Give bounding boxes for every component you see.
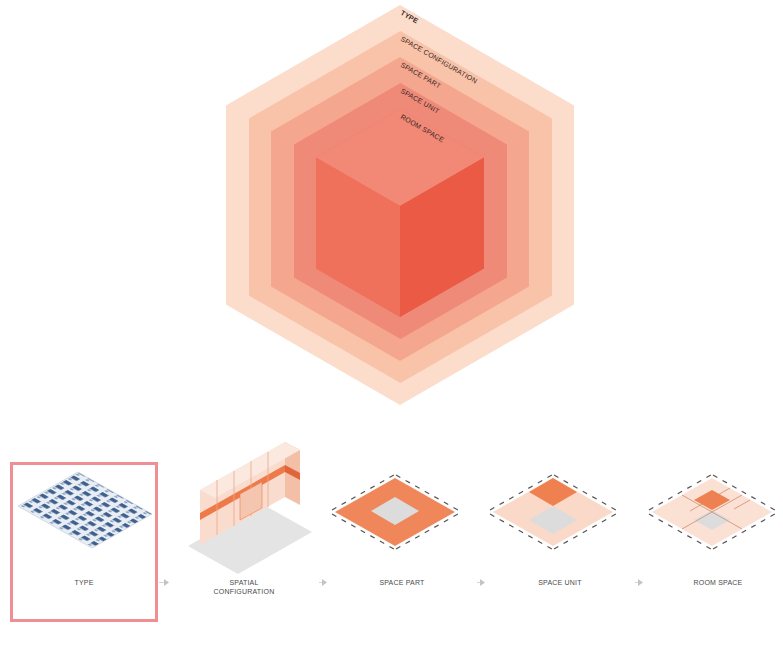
flow-arrow	[319, 579, 327, 586]
stage-panel: ROOM SPACE	[644, 462, 783, 622]
stage-panel: SPACE UNIT	[486, 462, 634, 622]
stage-label: ROOM SPACE	[679, 578, 757, 587]
hexagon-layer: SPACE UNITROOM SPACE	[294, 83, 507, 339]
space-part-illustration	[332, 475, 458, 549]
hexagon-layer: SPACE PARTSPACE UNITROOM SPACE	[271, 57, 529, 361]
room-space-illustration	[649, 475, 775, 549]
stage-label: SPACE PART	[363, 578, 441, 587]
stage-label: SPACE UNIT	[521, 578, 599, 587]
stage-panel: SPACE PART	[328, 462, 476, 622]
flow-arrow	[635, 579, 643, 586]
hexagon-layer: SPACE CONFIGURATIONSPACE PARTSPACE UNITR…	[249, 31, 552, 383]
stage-label: SPATIAL CONFIGURATION	[205, 578, 283, 596]
space-unit-illustration	[490, 475, 616, 549]
stage-panel: TYPE	[10, 462, 158, 622]
hexagon-shape	[316, 109, 484, 317]
spatial-configuration-illustration	[188, 442, 312, 574]
hexagon-layer: TYPESPACE CONFIGURATIONSPACE PARTSPACE U…	[226, 5, 574, 405]
hexagon-layer: ROOM SPACE	[316, 109, 484, 317]
stage-panel: SPATIAL CONFIGURATION	[170, 462, 318, 622]
type-illustration	[0, 460, 170, 560]
flow-arrow	[477, 579, 485, 586]
stage-label: TYPE	[45, 578, 123, 587]
flow-arrow	[159, 579, 169, 586]
